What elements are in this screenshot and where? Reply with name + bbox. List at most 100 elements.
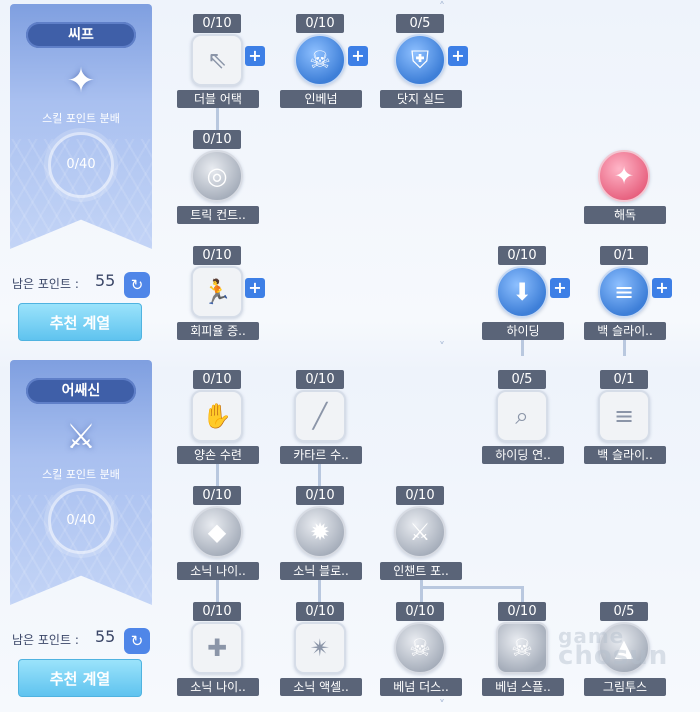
skill-level: 0/10: [193, 14, 241, 33]
skill-sonic-blow[interactable]: 0/10 ✹ 소닉 블로..: [280, 486, 362, 580]
skill-connector: [216, 104, 219, 132]
skull-icon: ☠: [294, 34, 346, 86]
skill-name: 양손 수련: [177, 446, 259, 464]
add-skill-point-button[interactable]: +: [245, 46, 265, 66]
skill-venom-dust[interactable]: 0/10 ☠ 베넘 더스..: [380, 602, 462, 696]
skill-connector: [216, 576, 219, 604]
skill-name: 그림투스: [584, 678, 666, 696]
skill-connector: [521, 586, 524, 604]
skill-name: 소닉 액셀..: [280, 678, 362, 696]
skill-connector: [318, 460, 321, 488]
skill-level: 0/5: [498, 370, 546, 389]
remaining-points-value: 55: [95, 627, 116, 646]
spikes-icon: ▲: [598, 622, 650, 674]
skill-enchant-poison[interactable]: 0/10 ⚔ 인챈트 포..: [380, 486, 462, 580]
skill-connector: [216, 460, 219, 488]
skill-name: 소닉 나이..: [177, 562, 259, 580]
scroll-up-chevron-icon[interactable]: ˄: [439, 0, 445, 14]
refresh-icon: ↻: [130, 276, 144, 294]
skill-level: 0/5: [396, 14, 444, 33]
assassin-skill-section: 어쌔신 ⚔ 스킬 포인트 분배 0/40 남은 포인트 : 55 ↻ 추천 계열…: [0, 356, 700, 712]
class-banner: 어쌔신 ⚔ 스킬 포인트 분배 0/40: [10, 360, 152, 605]
sparkle-icon: ✦: [598, 150, 650, 202]
trap-icon: ◎: [191, 150, 243, 202]
remaining-points-label: 남은 포인트 :: [12, 277, 79, 291]
reset-points-button[interactable]: ↻: [124, 272, 150, 298]
skull-splash-icon: ☠: [496, 622, 548, 674]
dodge-icon: 🏃: [191, 266, 243, 318]
add-skill-point-button[interactable]: +: [245, 278, 265, 298]
scroll-down-chevron-icon[interactable]: ˅: [439, 698, 445, 712]
add-skill-point-button[interactable]: +: [652, 278, 672, 298]
skill-level: 0/10: [193, 602, 241, 621]
skill-level: 0/10: [193, 246, 241, 265]
skill-level: 0/10: [396, 486, 444, 505]
skill-level: 0/10: [296, 14, 344, 33]
skill-connector: [318, 576, 321, 604]
skill-detox[interactable]: ✦ 해독: [584, 130, 666, 224]
recommend-path-button[interactable]: 추천 계열: [18, 659, 142, 697]
skill-name: 해독: [584, 206, 666, 224]
skill-name: 더블 어택: [177, 90, 259, 108]
remaining-points-value: 55: [95, 271, 116, 290]
skill-name: 하이딩: [482, 322, 564, 340]
skill-trick-control[interactable]: 0/10 ◎ 트릭 컨트..: [177, 130, 259, 224]
skill-level: 0/10: [396, 602, 444, 621]
class-banner: 씨프 ✦ 스킬 포인트 분배 0/40: [10, 4, 152, 249]
skill-point-distribution-ring: 0/40: [48, 132, 114, 198]
watermark: game chosun: [558, 626, 668, 669]
skill-name: 카타르 수..: [280, 446, 362, 464]
remaining-points-label: 남은 포인트 :: [12, 633, 79, 647]
skill-name: 인챈트 포..: [380, 562, 462, 580]
add-skill-point-button[interactable]: +: [550, 278, 570, 298]
skill-name: 백 슬라이..: [584, 446, 666, 464]
skill-name: 인베넘: [280, 90, 362, 108]
skill-hiding-enh[interactable]: 0/5 ⌕ 하이딩 연..: [482, 370, 564, 464]
skill-name: 베넘 스플..: [482, 678, 564, 696]
skill-level: 0/10: [296, 370, 344, 389]
burst-icon: ✹: [294, 506, 346, 558]
backstep-book-icon: ≡: [598, 390, 650, 442]
skill-name: 트릭 컨트..: [177, 206, 259, 224]
skill-name: 베넘 더스..: [380, 678, 462, 696]
skill-katar-mastery[interactable]: 0/10 ╱ 카타르 수..: [280, 370, 362, 464]
add-skill-point-button[interactable]: +: [448, 46, 468, 66]
skill-level: 0/10: [193, 370, 241, 389]
add-skill-point-button[interactable]: +: [348, 46, 368, 66]
reset-points-button[interactable]: ↻: [124, 628, 150, 654]
skill-point-distribution-label: 스킬 포인트 분배: [42, 112, 120, 125]
skill-sonic-knife-2[interactable]: 0/10 ✚ 소닉 나이..: [177, 602, 259, 696]
skill-sonic-accel[interactable]: 0/10 ✴ 소닉 액셀..: [280, 602, 362, 696]
skill-dual-wield[interactable]: 0/10 ✋ 양손 수련: [177, 370, 259, 464]
recommend-path-button[interactable]: 추천 계열: [18, 303, 142, 341]
gloves-icon: ✋: [191, 390, 243, 442]
section-divider-chevron-icon: ˅: [439, 340, 445, 354]
skill-back-slide-enh[interactable]: 0/1 ≡ 백 슬라이..: [584, 370, 666, 464]
skill-hiding[interactable]: 0/10 ⬇ 하이딩 +: [482, 246, 570, 340]
skill-guard-shield[interactable]: 0/5 ⛨ 닷지 실드 +: [380, 14, 468, 108]
skill-name: 소닉 나이..: [177, 678, 259, 696]
skill-envenom[interactable]: 0/10 ☠ 인베넘 +: [280, 14, 368, 108]
skill-grimtooth[interactable]: 0/5 ▲ 그림투스: [584, 602, 666, 696]
skill-connector: [623, 334, 626, 356]
skill-connector: [521, 334, 524, 356]
crystal-knife-icon: ◆: [191, 506, 243, 558]
skill-level: 0/10: [193, 486, 241, 505]
refresh-icon: ↻: [130, 632, 144, 650]
katar-blade-icon: ╱: [294, 390, 346, 442]
skill-sonic-knife[interactable]: 0/10 ◆ 소닉 나이..: [177, 486, 259, 580]
shield-icon: ⛨: [394, 34, 446, 86]
skill-venom-splash[interactable]: 0/10 ☠ 베넘 스플..: [482, 602, 564, 696]
double-arrow-icon: ⇖: [191, 34, 243, 86]
skill-double-attack[interactable]: 0/10 ⇖ 더블 어택 +: [177, 14, 265, 108]
skill-point-distribution-label: 스킬 포인트 분배: [42, 468, 120, 481]
skill-evasion-up[interactable]: 0/10 🏃 회피율 증.. +: [177, 246, 265, 340]
hide-icon: ⬇: [496, 266, 548, 318]
katar-icon: ⚔: [65, 417, 97, 457]
skill-level: 0/10: [498, 246, 546, 265]
skill-back-slide[interactable]: 0/1 ≡ 백 슬라이.. +: [584, 246, 672, 340]
cross-blade-icon: ✚: [191, 622, 243, 674]
thief-skill-section: 씨프 ✦ 스킬 포인트 분배 0/40 남은 포인트 : 55 ↻ 추천 계열 …: [10, 4, 672, 356]
skull-round-icon: ☠: [394, 622, 446, 674]
skill-level: 0/10: [296, 486, 344, 505]
